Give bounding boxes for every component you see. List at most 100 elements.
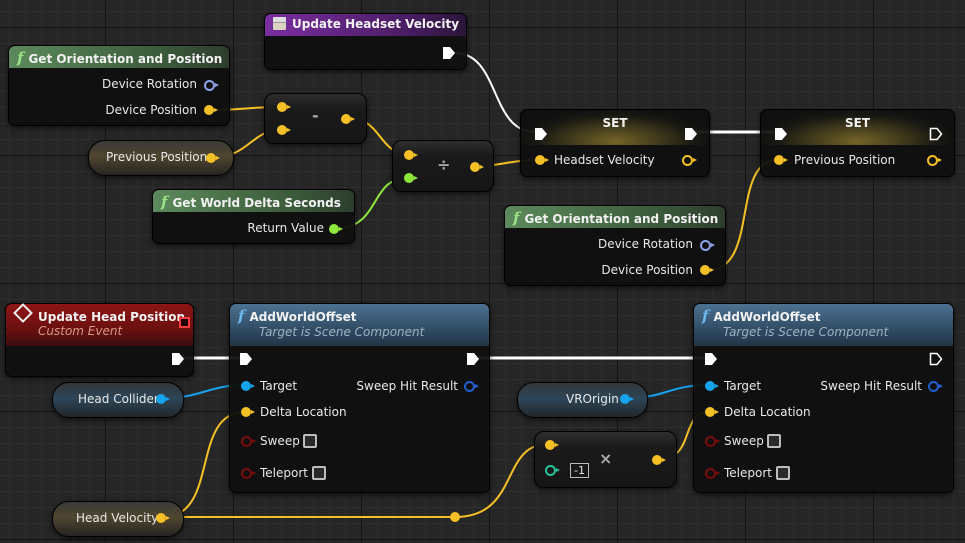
- sweep-hit-result-pin[interactable]: [464, 381, 479, 392]
- multiply-node[interactable]: -1 ×: [534, 431, 677, 488]
- node-subtitle: Custom Event: [38, 324, 123, 338]
- previous-position-label: Previous Position: [794, 153, 896, 167]
- node-subtitle: Target is Scene Component: [259, 325, 425, 339]
- sweep-hit-result-label: Sweep Hit Result: [356, 379, 458, 393]
- sweep-hit-result-label: Sweep Hit Result: [820, 379, 922, 393]
- exec-out-pin[interactable]: [929, 127, 943, 141]
- multiply-operator: ×: [599, 449, 613, 468]
- delta-location-pin[interactable]: [705, 407, 719, 417]
- output-pin[interactable]: [470, 162, 484, 172]
- vrorigin-variable[interactable]: VROrigin: [517, 382, 648, 418]
- node-title: SET: [844, 116, 871, 130]
- input-b-pin[interactable]: [277, 125, 291, 135]
- subtract-node[interactable]: -: [264, 93, 367, 144]
- node-title: Get Orientation and Position: [28, 52, 223, 66]
- device-rotation-pin[interactable]: [204, 80, 219, 91]
- input-b-pin[interactable]: [404, 173, 418, 183]
- exec-out-pin[interactable]: [442, 46, 456, 60]
- node-subtitle: Target is Scene Component: [723, 325, 889, 339]
- head-velocity-variable[interactable]: Head Velocity: [52, 501, 184, 537]
- input-a-pin[interactable]: [545, 440, 559, 450]
- sweep-checkbox[interactable]: [767, 434, 781, 448]
- node-title: Update Head Position: [38, 310, 186, 324]
- device-position-pin[interactable]: [700, 265, 714, 275]
- exec-out-pin[interactable]: [171, 352, 185, 366]
- headset-velocity-in-pin[interactable]: [535, 155, 549, 165]
- node-header: Update Head Position Custom Event: [6, 303, 193, 346]
- function-icon: f: [238, 307, 245, 325]
- variable-label: Head Velocity: [76, 511, 159, 525]
- divide-node[interactable]: ÷: [392, 140, 494, 192]
- device-position-pin[interactable]: [204, 105, 218, 115]
- divide-operator: ÷: [437, 155, 451, 174]
- node-title: AddWorldOffset: [713, 310, 821, 324]
- set-headset-velocity-node[interactable]: SET Headset Velocity: [520, 109, 710, 177]
- delta-location-label: Delta Location: [260, 405, 347, 419]
- variable-output-pin[interactable]: [156, 394, 170, 404]
- teleport-checkbox[interactable]: [776, 466, 790, 480]
- teleport-checkbox[interactable]: [312, 466, 326, 480]
- target-pin[interactable]: [241, 381, 255, 391]
- replication-indicator-icon: [179, 317, 190, 328]
- node-title: AddWorldOffset: [249, 310, 357, 324]
- sweep-label: Sweep: [260, 434, 300, 448]
- head-collider-variable[interactable]: Head Collider: [52, 382, 184, 418]
- variable-label: VROrigin: [566, 392, 619, 406]
- node-header: Update Headset Velocity: [265, 14, 466, 36]
- reroute-node[interactable]: [450, 512, 460, 522]
- exec-in-pin[interactable]: [774, 127, 788, 141]
- input-b-pin[interactable]: [545, 465, 560, 476]
- sweep-pin[interactable]: [241, 436, 256, 447]
- device-rotation-pin[interactable]: [700, 240, 715, 251]
- update-headset-velocity-node[interactable]: Update Headset Velocity: [264, 13, 467, 70]
- custom-event-icon: [13, 303, 33, 323]
- input-a-pin[interactable]: [404, 150, 418, 160]
- exec-in-pin[interactable]: [704, 352, 718, 366]
- previous-position-variable[interactable]: Previous Position: [88, 140, 234, 176]
- variable-output-pin[interactable]: [156, 513, 170, 523]
- variable-output-pin[interactable]: [206, 153, 220, 163]
- input-a-pin[interactable]: [277, 102, 291, 112]
- headset-velocity-out-pin[interactable]: [682, 155, 697, 166]
- output-pin[interactable]: [652, 455, 666, 465]
- node-header: SET: [521, 110, 709, 145]
- teleport-pin[interactable]: [241, 468, 256, 479]
- function-icon: f: [702, 307, 709, 325]
- multiplier-value-input[interactable]: -1: [570, 463, 589, 478]
- exec-out-pin[interactable]: [929, 352, 943, 366]
- sweep-checkbox[interactable]: [303, 434, 317, 448]
- exec-in-pin[interactable]: [534, 127, 548, 141]
- delta-location-pin[interactable]: [241, 407, 255, 417]
- node-title: Get Orientation and Position: [524, 212, 719, 226]
- variable-output-pin[interactable]: [620, 394, 634, 404]
- teleport-pin[interactable]: [705, 468, 720, 479]
- node-header: f AddWorldOffset Target is Scene Componen…: [694, 304, 953, 346]
- update-head-position-event-node[interactable]: Update Head Position Custom Event: [5, 303, 194, 377]
- previous-position-out-pin[interactable]: [927, 155, 942, 166]
- sweep-label: Sweep: [724, 434, 764, 448]
- sweep-hit-result-pin[interactable]: [928, 381, 943, 392]
- set-previous-position-node[interactable]: SET Previous Position: [760, 109, 955, 177]
- return-value-pin[interactable]: [329, 224, 343, 234]
- variable-label: Head Collider: [78, 392, 159, 406]
- node-title: Get World Delta Seconds: [172, 196, 341, 210]
- target-label: Target: [260, 379, 298, 393]
- target-pin[interactable]: [705, 381, 719, 391]
- add-world-offset-node[interactable]: f AddWorldOffset Target is Scene Componen…: [229, 303, 490, 493]
- output-pin[interactable]: [341, 114, 355, 124]
- exec-in-pin[interactable]: [239, 352, 253, 366]
- sweep-pin[interactable]: [705, 436, 720, 447]
- target-label: Target: [724, 379, 762, 393]
- add-world-offset-node[interactable]: f AddWorldOffset Target is Scene Componen…: [693, 303, 954, 493]
- exec-out-pin[interactable]: [466, 352, 480, 366]
- teleport-label: Teleport: [724, 466, 772, 480]
- event-icon: [273, 17, 286, 30]
- exec-out-pin[interactable]: [684, 127, 698, 141]
- previous-position-in-pin[interactable]: [774, 155, 788, 165]
- function-icon: f: [513, 209, 520, 227]
